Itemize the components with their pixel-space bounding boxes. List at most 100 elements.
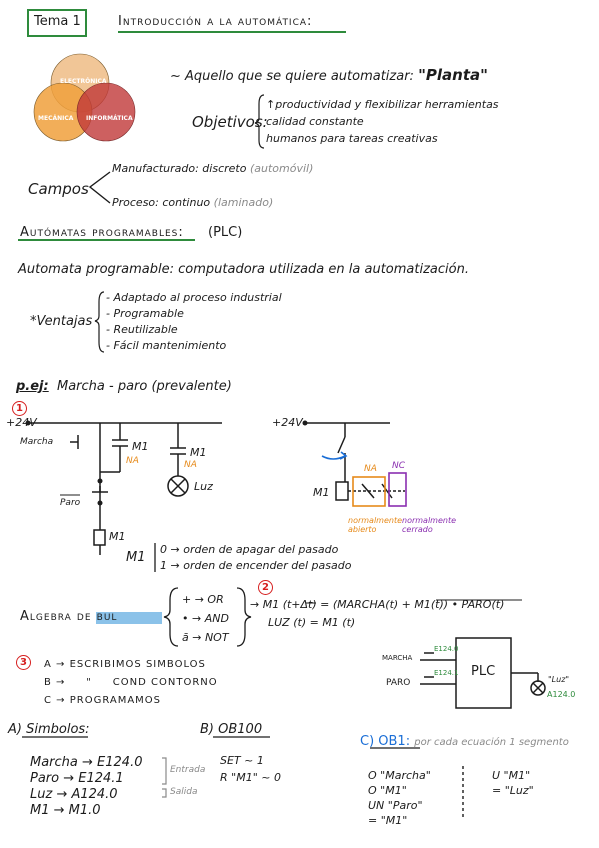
- ob1-line: O "M1": [368, 784, 407, 797]
- step-c: C → PROGRAMAMOS: [44, 695, 162, 706]
- ob1-subtitle: por cada ecuación 1 segmento: [414, 737, 569, 748]
- equation-m1: → M1 (t+Δt) = (MARCHA(t) + M1(t)) • PARO…: [250, 598, 505, 611]
- voltage-label-2: +24V: [272, 416, 303, 429]
- planta-text: ~ Aquello que se quiere automatizar:: [170, 69, 419, 84]
- venn-label-electronica: ELECTRÓNICA: [60, 78, 107, 85]
- campo-manu-example: (automóvil): [249, 162, 314, 175]
- ob100-reset: R "M1" ~ 0: [220, 771, 281, 784]
- objetivo-item: calidad constante: [266, 115, 364, 128]
- ejemplo-heading: p.ej: Marcha - paro (prevalente): [16, 379, 232, 394]
- ob100-title: B) OB100: [200, 722, 263, 737]
- m1-contact-label-1: M1: [132, 440, 149, 453]
- automatas-abbr: (PLC): [208, 225, 243, 240]
- ob1-line: UN "Paro": [368, 799, 423, 812]
- simbolos-title: A) Simbolos:: [8, 722, 90, 737]
- ventaja-item: - Adaptado al proceso industrial: [106, 291, 282, 304]
- campo-proc-text: Proceso: continuo: [112, 196, 211, 209]
- campo-proceso: Proceso: continuo (laminado): [112, 196, 273, 209]
- step-1-marker: 1: [12, 401, 27, 416]
- na-box: [352, 476, 386, 507]
- automatas-title: Autómatas programables:: [20, 225, 184, 240]
- paro-label: Paro: [60, 498, 81, 508]
- plc-paro-label: PARO: [386, 678, 411, 688]
- plc-box-label: PLC: [471, 664, 496, 679]
- nc-box: [388, 472, 407, 507]
- plc-input-2: E124.1: [434, 669, 459, 677]
- ob100-set: SET ~ 1: [220, 754, 264, 767]
- m1-states-label: M1: [126, 550, 146, 565]
- ventaja-item: - Reutilizable: [106, 323, 178, 336]
- campos-chevron: [88, 171, 111, 204]
- ventaja-item: - Fácil mantenimiento: [106, 339, 227, 352]
- ejemplo-label: p.ej:: [16, 379, 49, 394]
- plc-input-1: E124.0: [434, 645, 459, 653]
- m1-coil-label: M1: [109, 530, 126, 543]
- automata-definition: Automata programable: computadora utiliz…: [18, 262, 469, 277]
- ejemplo-text: Marcha - paro (prevalente): [56, 379, 232, 394]
- page-title: Introducción a la automática:: [118, 14, 313, 29]
- ob1-line: U "M1": [492, 769, 531, 782]
- luz-label: Luz: [194, 480, 213, 493]
- salida-label: Salida: [170, 787, 198, 797]
- planta-word: "Planta": [418, 66, 488, 84]
- plc-output: A124.0: [547, 690, 576, 699]
- m1-contact-label-2: M1: [190, 446, 207, 459]
- venn-label-informatica: INFORMÁTICA: [86, 115, 133, 122]
- venn-circle-informatica: [76, 82, 136, 142]
- campo-manu-text: Manufacturado: discreto: [112, 162, 247, 175]
- algebra-row: ā → NOT: [182, 631, 229, 644]
- simbolos-list: Marcha → E124.0 Paro → E124.1 Luz → A124…: [30, 755, 142, 819]
- simbolo-row: Paro → E124.1: [30, 771, 124, 786]
- step-2-marker: 2: [258, 580, 273, 595]
- ob1-segment-2: U "M1" = "Luz": [492, 768, 534, 798]
- campo-proc-example: (laminado): [213, 196, 274, 209]
- simbolo-row: Luz → A124.0: [30, 787, 118, 802]
- step-a: A → ESCRIBIMOS SIMBOLOS: [44, 659, 206, 670]
- na-label-1: NA: [126, 456, 139, 466]
- na-label-3: NA: [364, 464, 377, 474]
- equation-luz: LUZ (t) = M1 (t): [268, 616, 356, 629]
- ob1-heading: C) OB1: por cada ecuación 1 segmento: [360, 734, 569, 749]
- planta-definition: ~ Aquello que se quiere automatizar: "Pl…: [170, 66, 488, 84]
- algebra-row: • → AND: [182, 612, 229, 625]
- tema-box: [27, 9, 87, 37]
- m1-state-1: 1 → orden de encender del pasado: [160, 559, 352, 572]
- ventaja-item: - Programable: [106, 307, 184, 320]
- step-3-marker: 3: [16, 655, 31, 670]
- simbolo-row: Marcha → E124.0: [30, 755, 143, 770]
- marcha-label: Marcha: [20, 437, 54, 447]
- plc-diagram: [420, 637, 546, 709]
- algebra-title: Algebra de bul: [20, 609, 118, 624]
- nc-description: normalmente cerrado: [402, 516, 457, 534]
- na-label-2: NA: [184, 460, 197, 470]
- step-b: B → " COND CONTORNO: [44, 677, 218, 688]
- ob1-segment-1: O "Marcha" O "M1" UN "Paro" = "M1": [368, 768, 431, 828]
- ob1-line: = "M1": [368, 814, 408, 827]
- entrada-label: Entrada: [170, 765, 206, 775]
- simbolo-row: M1 → M1.0: [30, 803, 101, 818]
- ob1-line: O "Marcha": [368, 769, 431, 782]
- m1-label-circuit-2: M1: [313, 486, 330, 499]
- tema-label: Tema 1: [34, 14, 81, 29]
- ob1-title: C) OB1:: [360, 734, 411, 749]
- ventajas-label: *Ventajas: [30, 314, 93, 329]
- objetivos-label: Objetivos:: [192, 113, 268, 131]
- venn-label-mecanica: MECÁNICA: [38, 115, 74, 122]
- objetivo-item: ↑productividad y flexibilizar herramient…: [266, 98, 499, 111]
- m1-state-0: 0 → orden de apagar del pasado: [160, 543, 339, 556]
- campo-manufacturado: Manufacturado: discreto (automóvil): [112, 162, 313, 175]
- nc-label: NC: [392, 461, 406, 471]
- algebra-rows: + → OR • → AND ā → NOT: [182, 590, 229, 647]
- objetivo-item: humanos para tareas creativas: [266, 132, 438, 145]
- ob1-line: = "Luz": [492, 784, 534, 797]
- objetivos-list: ↑productividad y flexibilizar herramient…: [266, 96, 499, 147]
- algebra-row: + → OR: [182, 593, 224, 606]
- na-description: normalmente abierto: [348, 516, 403, 534]
- circuit-2: [305, 422, 405, 501]
- campos-label: Campos: [28, 180, 89, 198]
- plc-luz-label: "Luz": [548, 675, 570, 684]
- plc-marcha-label: MARCHA: [382, 654, 413, 662]
- voltage-label-1: +24V: [6, 416, 37, 429]
- bul-highlight: [96, 612, 162, 624]
